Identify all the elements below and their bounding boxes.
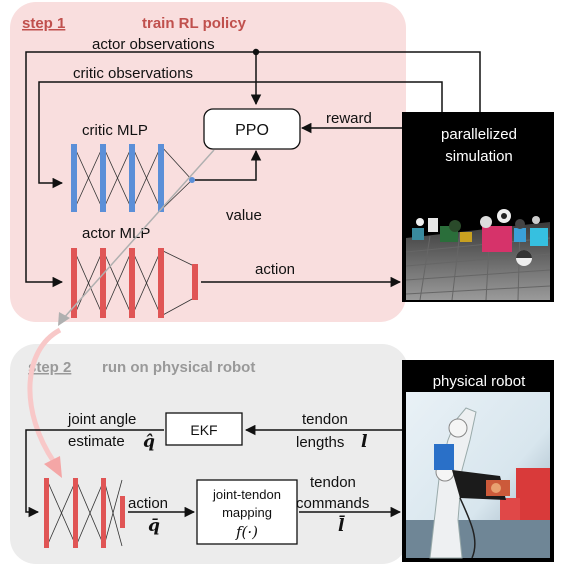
physical-robot-image <box>402 360 554 562</box>
simulation-label-line1: parallelized <box>441 126 517 143</box>
actor-mlp <box>73 249 195 317</box>
deployed-output-layer <box>120 496 125 528</box>
critic-layer-2 <box>100 144 106 212</box>
joint-angle-symbol: q̂ <box>143 432 155 452</box>
actor-layer-3 <box>129 248 135 318</box>
step1-label: step 1 <box>22 15 65 32</box>
actor-observations-line <box>25 51 481 288</box>
action-symbol: q̄ <box>148 516 160 536</box>
critic-mlp <box>73 145 193 211</box>
critic-observations-line <box>38 81 443 189</box>
tendon-lengths-symbol: l <box>361 432 368 452</box>
action-label-step1: action <box>255 261 295 278</box>
reward-label: reward <box>326 110 372 127</box>
critic-layer-1 <box>71 144 77 212</box>
joint-angle-feedback-line <box>25 429 164 518</box>
actor-mlp-label: actor MLP <box>82 225 150 242</box>
tendon-commands-symbol: l̄ <box>338 515 346 536</box>
ppo-box <box>203 108 301 150</box>
critic-layer-3 <box>129 144 135 212</box>
value-arrow <box>195 149 262 181</box>
joint-angle-label-line2: estimate <box>68 433 125 450</box>
simulation-image <box>402 112 554 302</box>
deployed-layer-1 <box>44 478 49 548</box>
actor-layer-2 <box>100 248 106 318</box>
tendon-lengths-line1: tendon <box>302 411 348 428</box>
actor-layer-1 <box>71 248 77 318</box>
tendon-lengths-line2: lengths <box>296 434 344 451</box>
transfer-arrowhead <box>44 456 62 478</box>
policy-update-arrow <box>61 149 215 321</box>
critic-observations-label: critic observations <box>73 65 193 82</box>
critic-layer-4 <box>158 144 164 212</box>
actor-output-layer <box>192 264 198 300</box>
joint-angle-label-line1: joint angle <box>67 411 136 428</box>
critic-output-node <box>189 177 195 183</box>
ekf-label: EKF <box>190 422 217 438</box>
step2-panel <box>10 344 408 564</box>
mapping-label-line2: mapping <box>222 505 272 520</box>
transfer-arrow <box>27 327 62 464</box>
tendon-commands-line2: commands <box>296 495 369 512</box>
simulation-label-line2: simulation <box>445 148 513 165</box>
ekf-box <box>165 412 243 446</box>
tendon-commands-line1: tendon <box>310 474 356 491</box>
critic-mlp-label: critic MLP <box>82 122 148 139</box>
deployed-layer-2 <box>73 478 78 548</box>
deployed-layer-3 <box>101 478 106 548</box>
action-label-step2: action <box>128 495 168 512</box>
step1-title: train RL policy <box>142 15 247 32</box>
physical-robot-label: physical robot <box>433 373 526 390</box>
value-label: value <box>226 207 262 224</box>
step2-title: run on physical robot <box>102 359 255 376</box>
mapping-label-line1: joint-tendon <box>212 487 281 502</box>
deployed-actor-mlp <box>46 479 123 547</box>
mapping-function: f(·) <box>235 523 258 541</box>
mapping-box <box>196 479 298 545</box>
actor-observations-label: actor observations <box>92 36 215 53</box>
ppo-label: PPO <box>235 122 269 139</box>
policy-update-arrowhead <box>58 312 70 326</box>
step2-label: step 2 <box>28 359 71 376</box>
actor-layer-4 <box>158 248 164 318</box>
